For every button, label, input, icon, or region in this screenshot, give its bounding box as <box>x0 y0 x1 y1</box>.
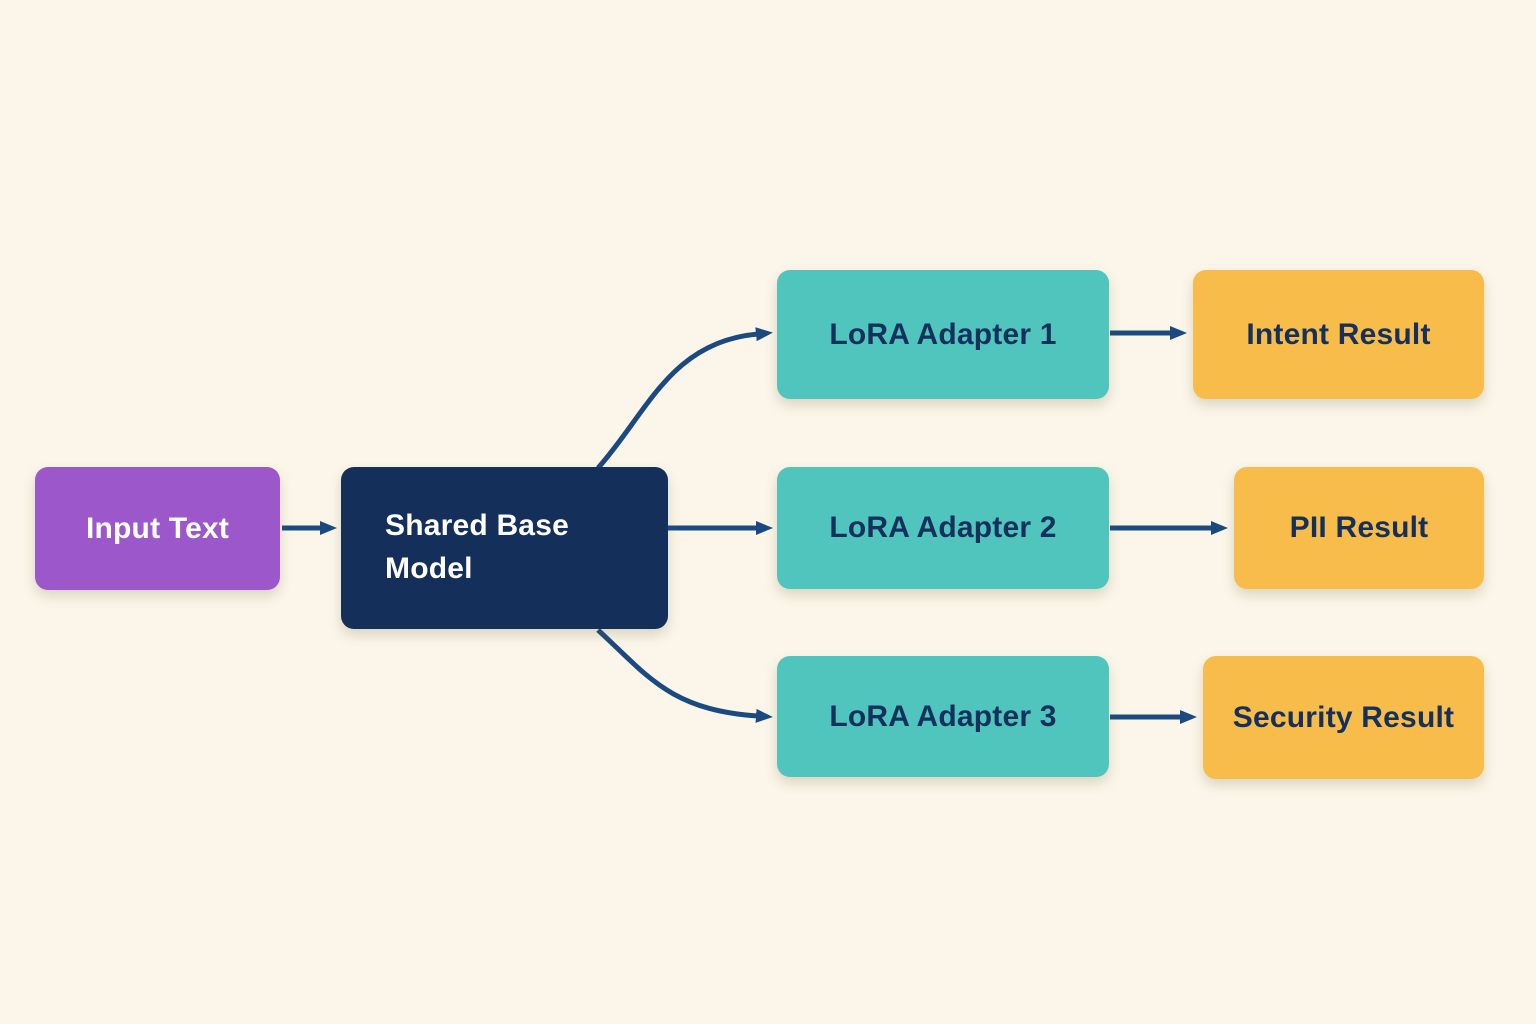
node-input-text: Input Text <box>35 467 280 590</box>
node-label: Shared Base Model <box>385 509 569 585</box>
node-label: LoRA Adapter 2 <box>829 511 1057 544</box>
edge-base-to-adapter1 <box>596 327 773 470</box>
node-label: PII Result <box>1289 511 1429 544</box>
node-label: LoRA Adapter 3 <box>829 699 1057 733</box>
node-label: Security Result <box>1232 700 1455 734</box>
node-label: Input Text <box>85 511 230 545</box>
node-security-result: Security Result <box>1203 656 1484 779</box>
node-lora-adapter-1: LoRA Adapter 1 <box>777 270 1109 399</box>
node-pii-result: PII Result <box>1234 467 1484 589</box>
node-label: Intent Result <box>1246 317 1431 351</box>
node-lora-adapter-2: LoRA Adapter 2 <box>777 467 1109 589</box>
node-lora-adapter-3: LoRA Adapter 3 <box>777 656 1109 777</box>
node-label: LoRA Adapter 1 <box>829 317 1057 351</box>
node-shared-base-model: Shared Base Model <box>341 467 668 629</box>
edge-base-to-adapter3 <box>596 628 773 723</box>
node-intent-result: Intent Result <box>1193 270 1484 399</box>
